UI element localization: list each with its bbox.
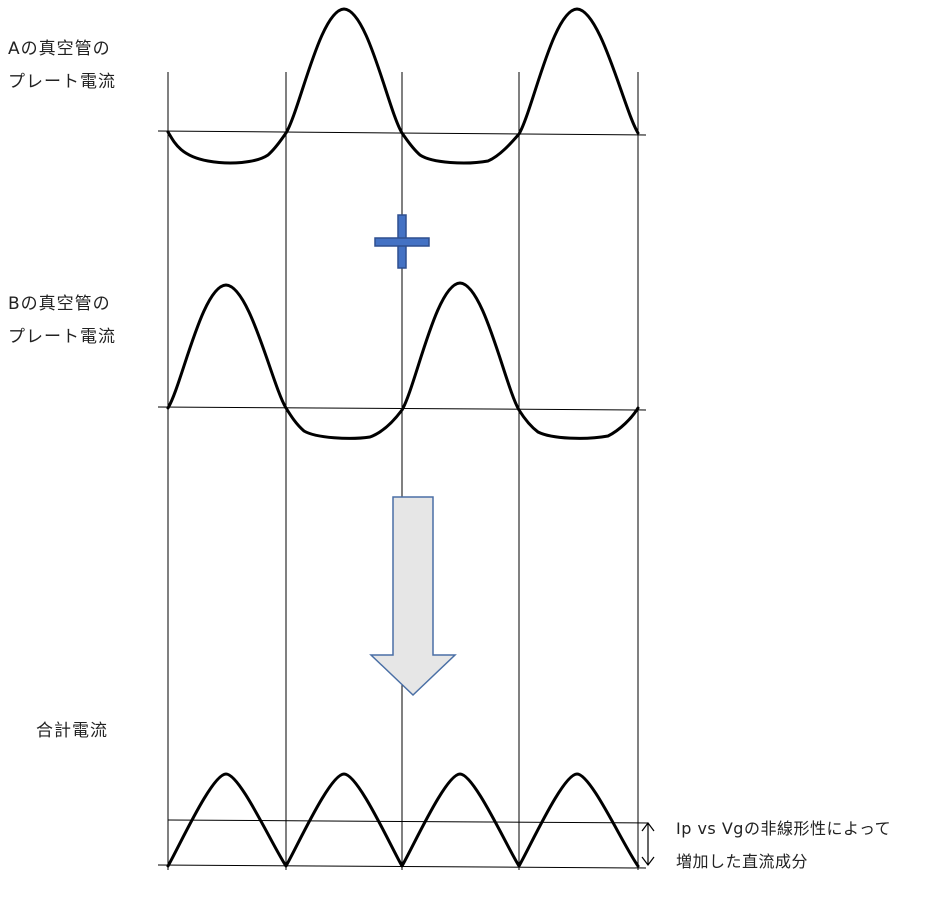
plate-b-label-line-2: プレート電流: [8, 327, 116, 347]
dc-component-label: Ip vs Vgの非線形性によって 増加した直流成分: [676, 812, 891, 878]
dc-component-label-line-2: 増加した直流成分: [676, 852, 809, 871]
vertical-grid: [167, 72, 639, 870]
plus-horizontal-bar: [374, 237, 430, 247]
plate-a-label: Aの真空管の プレート電流: [8, 33, 116, 99]
plate-b-label: Bの真空管の プレート電流: [8, 288, 116, 354]
down-arrow-icon: [369, 496, 457, 697]
plus-icon: [374, 214, 430, 269]
plate-a-label-line-1: Aの真空管の: [8, 39, 111, 59]
total-current-label: 合計電流: [36, 715, 108, 748]
baseline-total-dc: [167, 819, 649, 824]
plate-b-label-line-1: Bの真空管の: [8, 294, 111, 314]
waveform-plate-a: [166, 7, 640, 165]
double-arrow-icon: [641, 822, 655, 866]
total-current-label-line: 合計電流: [36, 721, 108, 741]
plate-a-label-line-2: プレート電流: [8, 72, 116, 92]
dc-component-label-line-1: Ip vs Vgの非線形性によって: [676, 819, 892, 838]
waveform-total: [166, 772, 640, 868]
waveform-plate-b: [166, 281, 640, 440]
